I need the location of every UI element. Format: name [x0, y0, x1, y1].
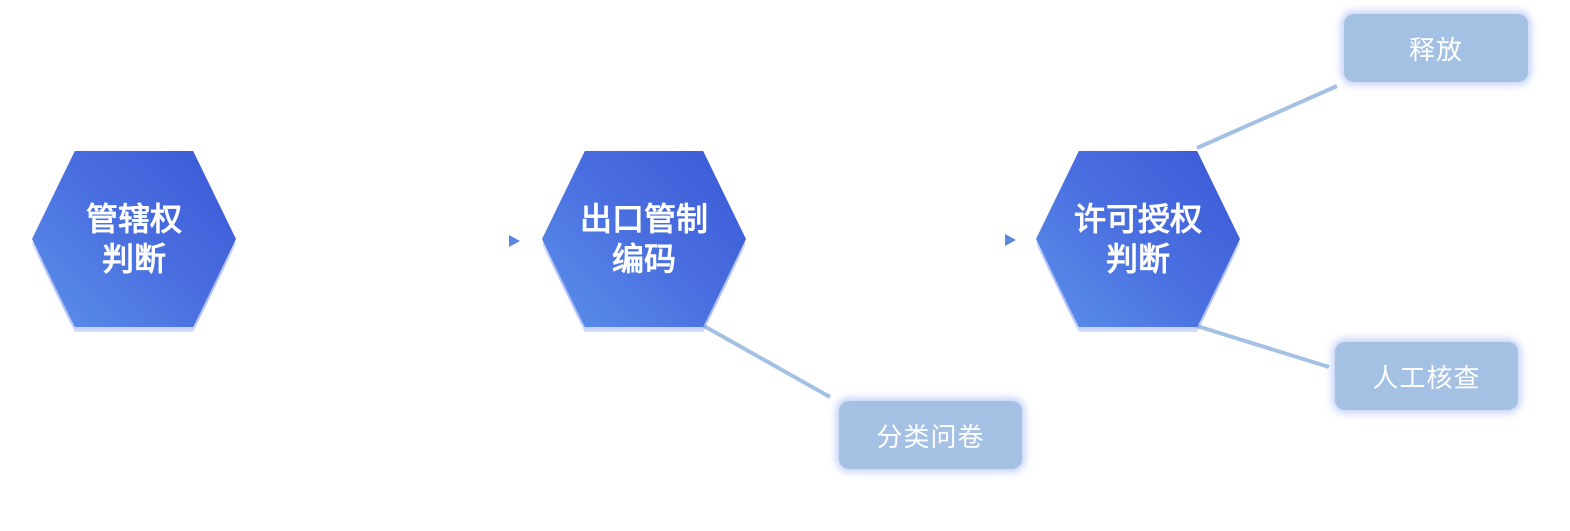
node-eccn-label: 出口管制 编码	[579, 200, 708, 278]
branch-manual-review: 人工核查	[1335, 342, 1518, 410]
node-eccn: 出口管制 编码	[542, 151, 746, 327]
line-eccn-to-questionnaire	[703, 324, 831, 399]
arrowhead-1	[509, 235, 520, 247]
node-license-label: 许可授权 判断	[1073, 200, 1202, 278]
node-jurisdiction-label: 管辖权 判断	[85, 200, 182, 278]
line-license-to-manual-review	[1196, 324, 1330, 369]
branch-questionnaire: 分类问卷	[839, 401, 1022, 469]
node-license: 许可授权 判断	[1036, 151, 1240, 327]
arrowhead-2	[1005, 234, 1016, 246]
branch-release: 释放	[1344, 14, 1528, 82]
line-license-to-release	[1196, 84, 1338, 150]
node-jurisdiction: 管辖权 判断	[32, 151, 236, 327]
